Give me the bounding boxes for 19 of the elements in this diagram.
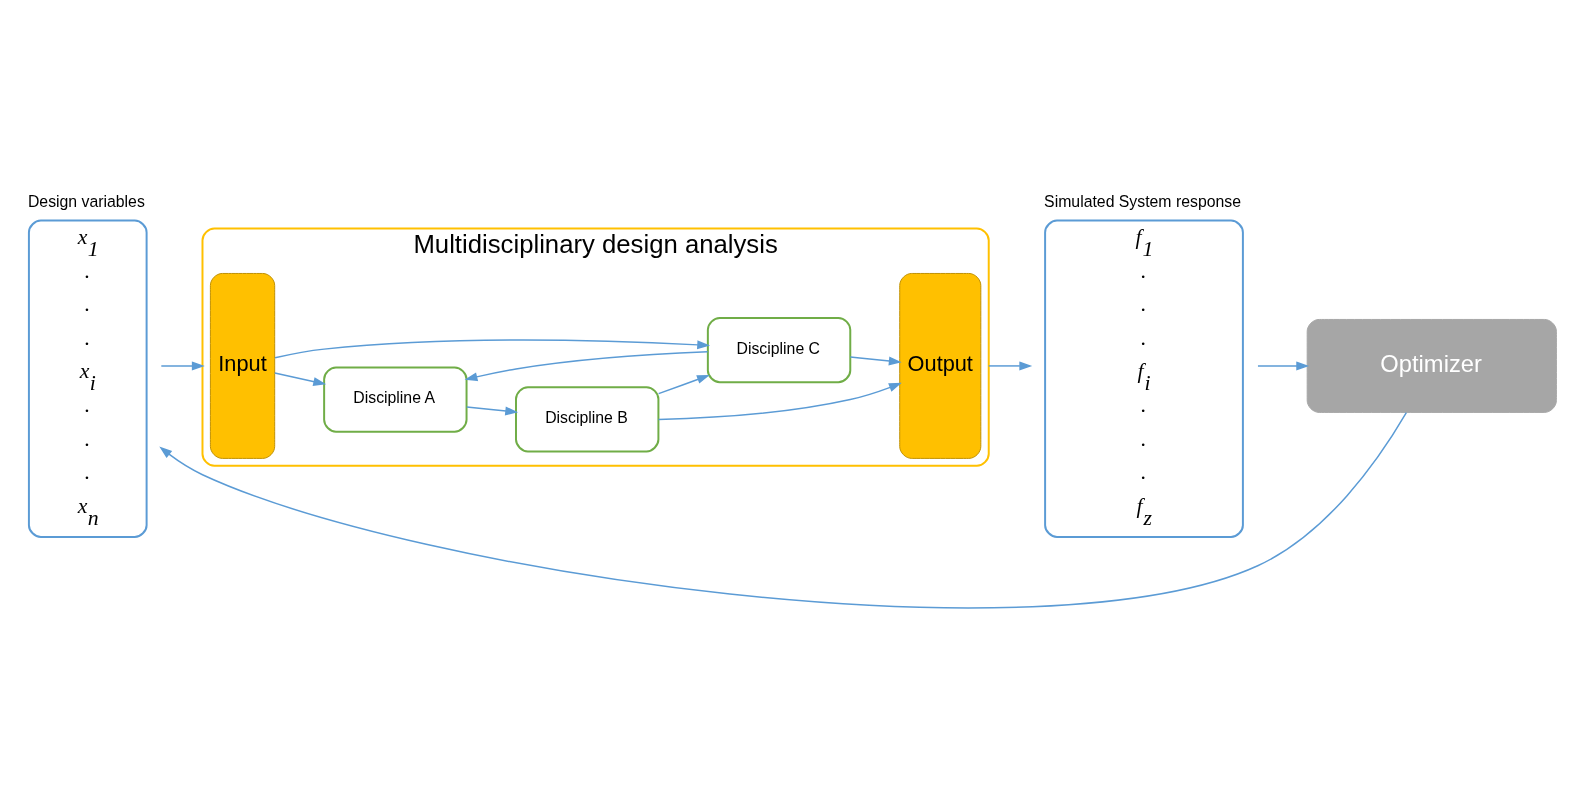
- arrow: [1257, 361, 1310, 371]
- arrow: [274, 372, 327, 386]
- node-box: Optimizer: [1306, 318, 1557, 413]
- node-box: Discipline A: [323, 366, 468, 433]
- arrow: [849, 356, 902, 366]
- node-box: Discipline C: [706, 316, 852, 384]
- arrow: [988, 361, 1033, 371]
- arrow: [274, 339, 711, 359]
- node-label: Simulated System response: [1044, 192, 1241, 210]
- arrow: [466, 406, 519, 416]
- arrow: [464, 351, 709, 382]
- node-box: Input: [209, 272, 276, 459]
- node-label: Design variables: [27, 192, 145, 210]
- node-box: Output: [899, 272, 982, 459]
- arrow: [160, 361, 205, 371]
- arrow: [657, 382, 902, 421]
- arrow: [657, 374, 710, 395]
- arrow: [159, 411, 1408, 609]
- node-box: Discipline B: [515, 386, 660, 453]
